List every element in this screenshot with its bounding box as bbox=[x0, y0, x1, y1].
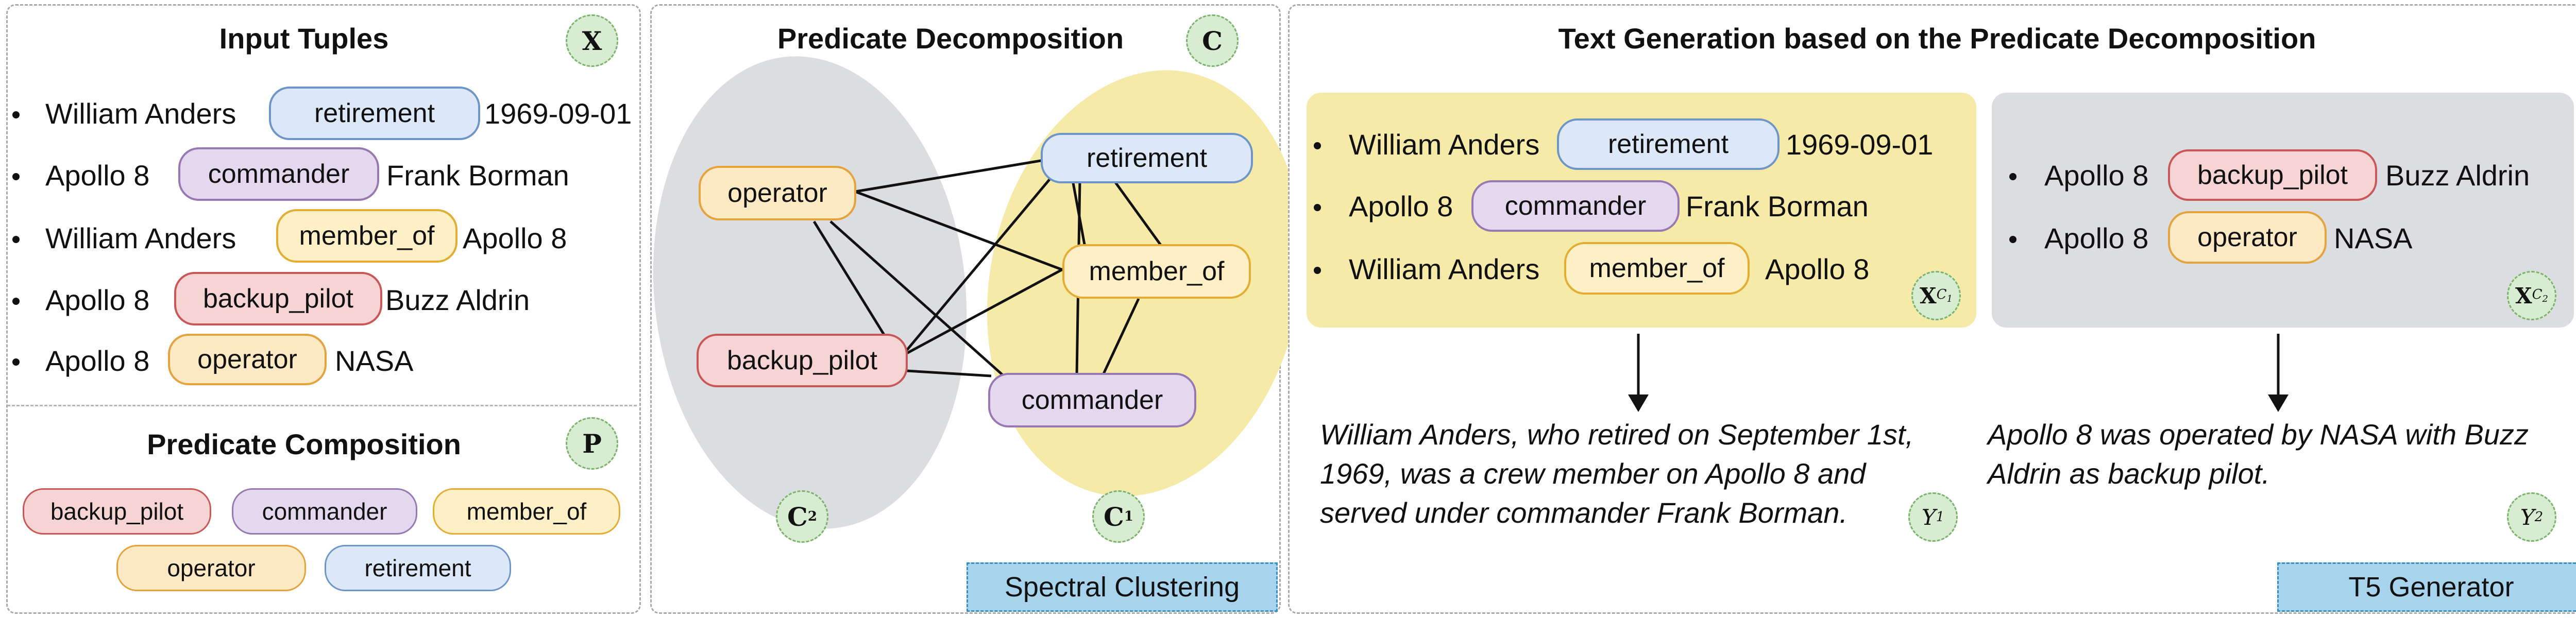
generation-title: Text Generation based on the Predicate D… bbox=[1558, 22, 2316, 55]
x-c1-sup: C1 bbox=[1937, 287, 1953, 304]
predicate-operator: operator bbox=[2168, 211, 2327, 264]
output-line: Aldrin as backup pilot. bbox=[1988, 457, 2270, 490]
p-badge: P bbox=[566, 417, 618, 470]
tuple-subject: William Anders bbox=[45, 97, 236, 130]
x-c1-label: X bbox=[1920, 283, 1937, 308]
bullet-icon bbox=[12, 298, 20, 305]
node-member-of: member_of bbox=[1062, 244, 1251, 299]
composition-member-of: member_of bbox=[433, 488, 620, 535]
tuple-object: Frank Borman bbox=[386, 159, 569, 192]
bullet-icon bbox=[12, 173, 20, 180]
predicate-member-of: member_of bbox=[276, 209, 457, 263]
tuple-object: NASA bbox=[2334, 222, 2413, 254]
tuple-subject: Apollo 8 bbox=[2044, 222, 2149, 254]
predicate-commander: commander bbox=[1471, 180, 1680, 232]
tuple-object: Apollo 8 bbox=[463, 222, 567, 254]
tuple-subject: Apollo 8 bbox=[45, 284, 150, 316]
bullet-icon bbox=[1314, 267, 1321, 274]
tuple-object: Buzz Aldrin bbox=[385, 284, 530, 316]
c-badge: C bbox=[1186, 14, 1239, 67]
tuple-object: Frank Borman bbox=[1686, 190, 1869, 222]
t5-generator-tag: T5 Generator bbox=[2277, 562, 2576, 612]
cluster-2-index: 2 bbox=[807, 509, 817, 524]
y1-label: Y bbox=[1921, 504, 1936, 530]
bullet-icon bbox=[1314, 204, 1321, 211]
x-badge: X bbox=[566, 14, 618, 67]
cluster-2-label: C bbox=[787, 501, 808, 532]
node-commander: commander bbox=[988, 373, 1196, 427]
predicate-composition-title: Predicate Composition bbox=[147, 428, 461, 460]
tuple-object: Buzz Aldrin bbox=[2385, 159, 2530, 192]
tuple-subject: Apollo 8 bbox=[45, 159, 150, 192]
tuple-subject: Apollo 8 bbox=[2044, 159, 2149, 192]
input-tuples-title: Input Tuples bbox=[219, 22, 389, 55]
section-divider bbox=[7, 405, 637, 406]
x-c2-sup: C2 bbox=[2532, 287, 2548, 304]
y1-sub: 1 bbox=[1936, 509, 1945, 525]
predicate-operator: operator bbox=[168, 334, 327, 385]
predicate-backup-pilot: backup_pilot bbox=[174, 272, 382, 325]
output-line: served under commander Frank Borman. bbox=[1320, 496, 1848, 529]
predicate-commander: commander bbox=[178, 147, 379, 201]
tuple-subject: William Anders bbox=[1349, 128, 1540, 161]
bullet-icon bbox=[12, 358, 20, 366]
tuple-object: Apollo 8 bbox=[1765, 253, 1870, 285]
cluster-2-input-box bbox=[1992, 93, 2574, 328]
tuple-object: 1969-09-01 bbox=[1786, 128, 1934, 161]
output-line: William Anders, who retired on September… bbox=[1320, 418, 1914, 451]
bullet-icon bbox=[12, 236, 20, 243]
output-text-2: Apollo 8 was operated by NASA with Buzz … bbox=[1988, 415, 2565, 493]
x-c1-sup-label: C bbox=[1936, 286, 1947, 302]
x-c2-sub: 2 bbox=[2542, 294, 2548, 305]
y2-sub: 2 bbox=[2534, 509, 2544, 525]
x-c2-label: X bbox=[2515, 283, 2532, 308]
output-text-1: William Anders, who retired on September… bbox=[1320, 415, 1990, 533]
spectral-clustering-tag: Spectral Clustering bbox=[967, 562, 1278, 612]
bullet-icon bbox=[1314, 142, 1321, 149]
node-operator: operator bbox=[699, 166, 856, 220]
output-line: Apollo 8 was operated by NASA with Buzz bbox=[1988, 418, 2529, 451]
cluster-1-label: C bbox=[1104, 501, 1124, 532]
y2-label: Y bbox=[2520, 504, 2535, 530]
predicate-retirement: retirement bbox=[269, 87, 480, 140]
tuple-subject: William Anders bbox=[45, 222, 236, 254]
bullet-icon bbox=[2009, 173, 2016, 180]
output-line: 1969, was a crew member on Apollo 8 and bbox=[1320, 457, 1866, 490]
tuple-object: NASA bbox=[335, 345, 414, 377]
tuple-object: 1969-09-01 bbox=[484, 97, 632, 130]
composition-retirement: retirement bbox=[325, 545, 511, 591]
predicate-retirement: retirement bbox=[1557, 118, 1780, 170]
tuple-subject: William Anders bbox=[1349, 253, 1540, 285]
predicate-backup-pilot: backup_pilot bbox=[2168, 149, 2377, 201]
x-c1-sub: 1 bbox=[1946, 294, 1953, 305]
bullet-icon bbox=[12, 111, 20, 118]
cluster-1-index: 1 bbox=[1124, 509, 1133, 524]
composition-operator: operator bbox=[116, 545, 306, 591]
x-c2-sup-label: C bbox=[2532, 286, 2543, 302]
predicate-member-of: member_of bbox=[1564, 242, 1750, 295]
decomposition-title: Predicate Decomposition bbox=[777, 22, 1124, 55]
composition-backup-pilot: backup_pilot bbox=[23, 488, 211, 535]
tuple-subject: Apollo 8 bbox=[1349, 190, 1453, 222]
tuple-subject: Apollo 8 bbox=[45, 345, 150, 377]
composition-commander: commander bbox=[232, 488, 417, 535]
bullet-icon bbox=[2009, 236, 2016, 243]
node-backup-pilot: backup_pilot bbox=[697, 334, 908, 387]
node-retirement: retirement bbox=[1041, 133, 1253, 183]
